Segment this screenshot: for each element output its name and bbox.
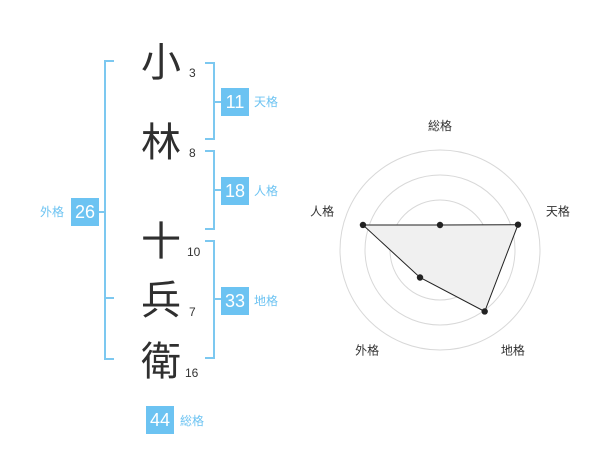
stroke-count-2: 8 — [189, 146, 196, 160]
radar-point-5 — [359, 221, 367, 229]
stroke-count-3: 10 — [187, 245, 201, 259]
jinkaku-badge: 18 — [221, 177, 249, 205]
radar-axis-label-5: 人格 — [310, 204, 334, 219]
radar-area-polygon — [361, 224, 519, 313]
chikaku-badge: 33 — [221, 287, 249, 315]
name-char-3: 十 — [141, 219, 181, 265]
stroke-count-4: 7 — [189, 305, 196, 319]
name-char-5: 衛 — [141, 339, 181, 385]
name-char-2: 林 — [141, 120, 181, 166]
jinkaku-connector — [213, 189, 223, 191]
gaikaku-badge: 26 — [71, 198, 99, 226]
radar-point-3 — [481, 308, 488, 315]
radar-axis-label-3: 地格 — [501, 342, 525, 357]
stroke-count-5: 16 — [185, 366, 199, 380]
chikaku-connector — [213, 298, 223, 300]
soukaku-label: 総格 — [180, 414, 205, 428]
radar-points — [359, 221, 522, 315]
name-char-4: 兵 — [141, 278, 181, 324]
gaikaku-bracket — [104, 60, 114, 360]
tenkaku-label: 天格 — [254, 95, 279, 109]
radar-point-1 — [436, 221, 444, 229]
radar-point-4 — [416, 274, 424, 281]
gaikaku-label: 外格 — [40, 205, 65, 219]
radar-point-2 — [514, 221, 522, 228]
tenkaku-badge: 11 — [221, 88, 249, 116]
tenkaku-connector — [213, 101, 223, 103]
radar-ring-4 — [339, 149, 541, 351]
radar-axis-label-1: 総格 — [428, 118, 452, 133]
soukaku-badge: 44 — [146, 406, 174, 434]
jinkaku-label: 人格 — [254, 184, 279, 198]
stroke-count-1: 3 — [189, 66, 196, 80]
radar-axis-label-4: 外格 — [355, 342, 379, 357]
name-char-1: 小 — [141, 40, 181, 86]
gaikaku-connector — [96, 211, 106, 213]
gaikaku-divider — [104, 297, 114, 299]
radar-ring-3 — [364, 174, 516, 326]
radar-axis-label-2: 天格 — [546, 204, 570, 219]
chikaku-label: 地格 — [254, 294, 279, 308]
